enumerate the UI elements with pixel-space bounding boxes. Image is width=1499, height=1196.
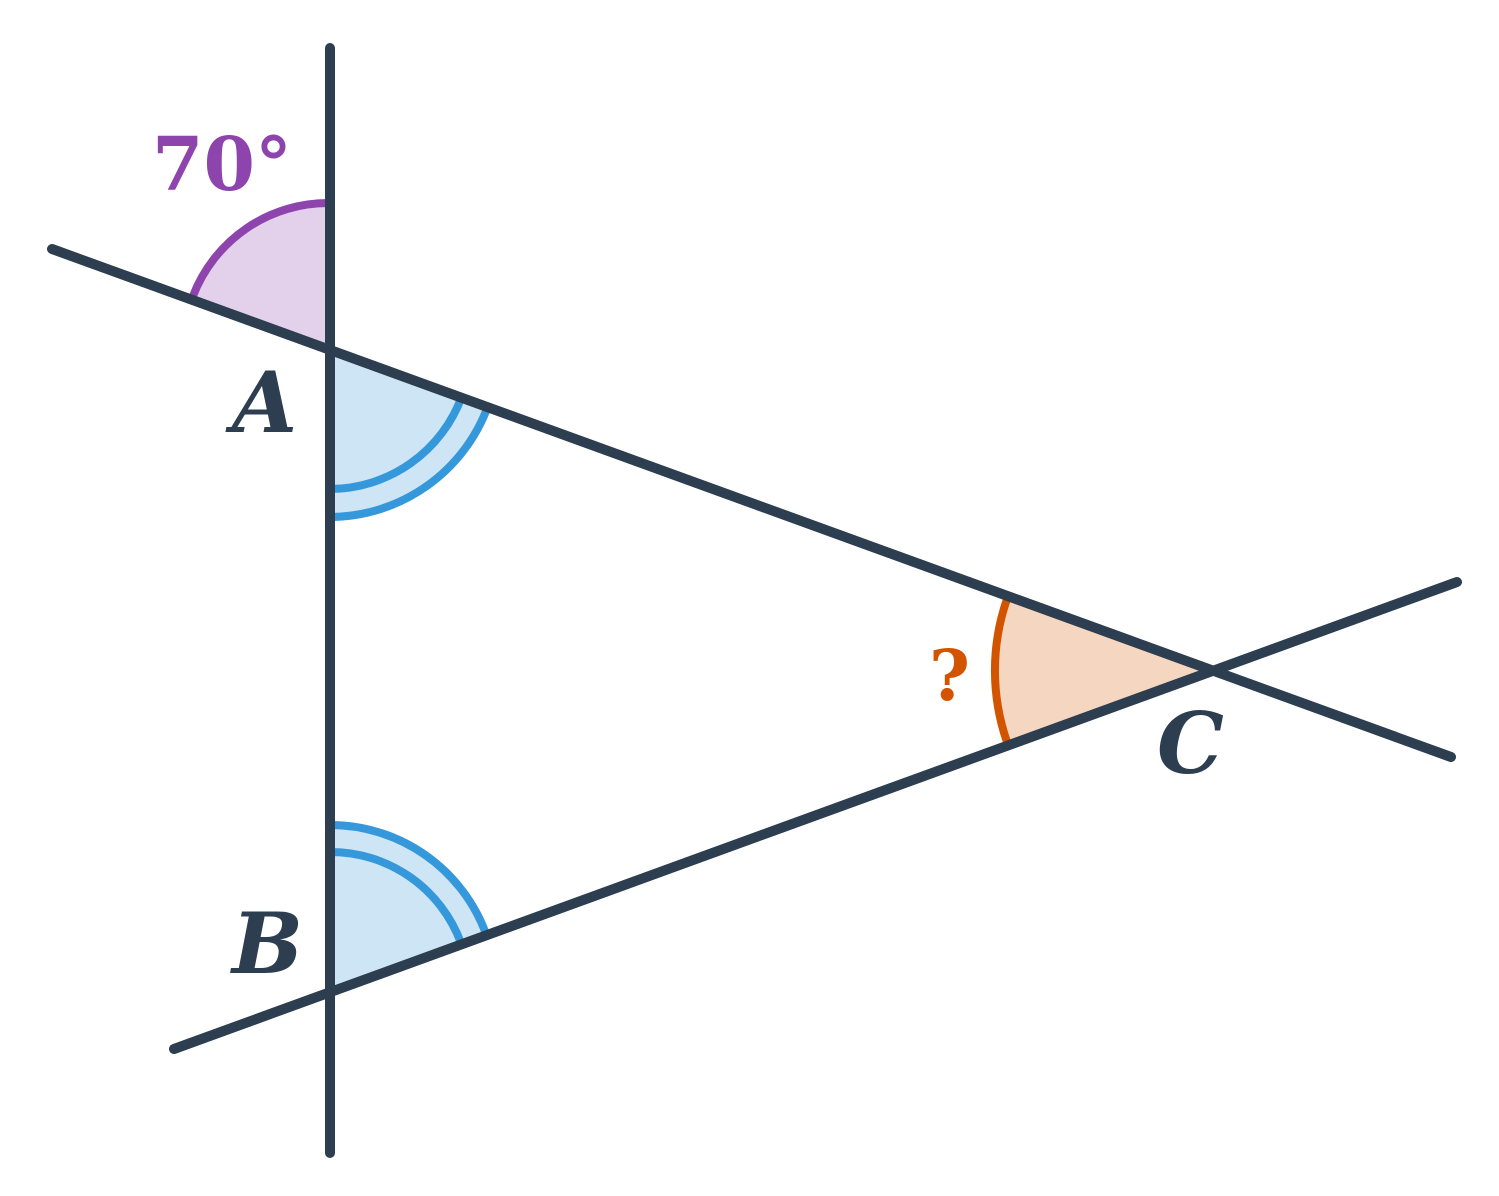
angle-a-outer-arc: [329, 404, 492, 521]
vertex-a-label: A: [225, 353, 297, 452]
given-angle-fill: [193, 202, 330, 348]
angle-c-arc: [990, 597, 1011, 744]
angle-b-outer-arc: [329, 821, 490, 936]
angle-a-inner-arc: [329, 394, 466, 493]
given-angle-arc: [189, 198, 331, 298]
line-bc: [169, 577, 1462, 1054]
given-angle-label: 70°: [152, 122, 292, 208]
angle-b-inner-arc: [329, 847, 465, 945]
vertex-c-label: C: [1157, 694, 1224, 793]
angle-b-fill: [330, 825, 486, 991]
angle-c-fill: [994, 599, 1212, 742]
unknown-angle-label: ?: [929, 634, 970, 717]
vertex-b-label: B: [230, 894, 303, 993]
line-ac: [47, 244, 1456, 762]
angle-a-fill: [330, 348, 488, 517]
